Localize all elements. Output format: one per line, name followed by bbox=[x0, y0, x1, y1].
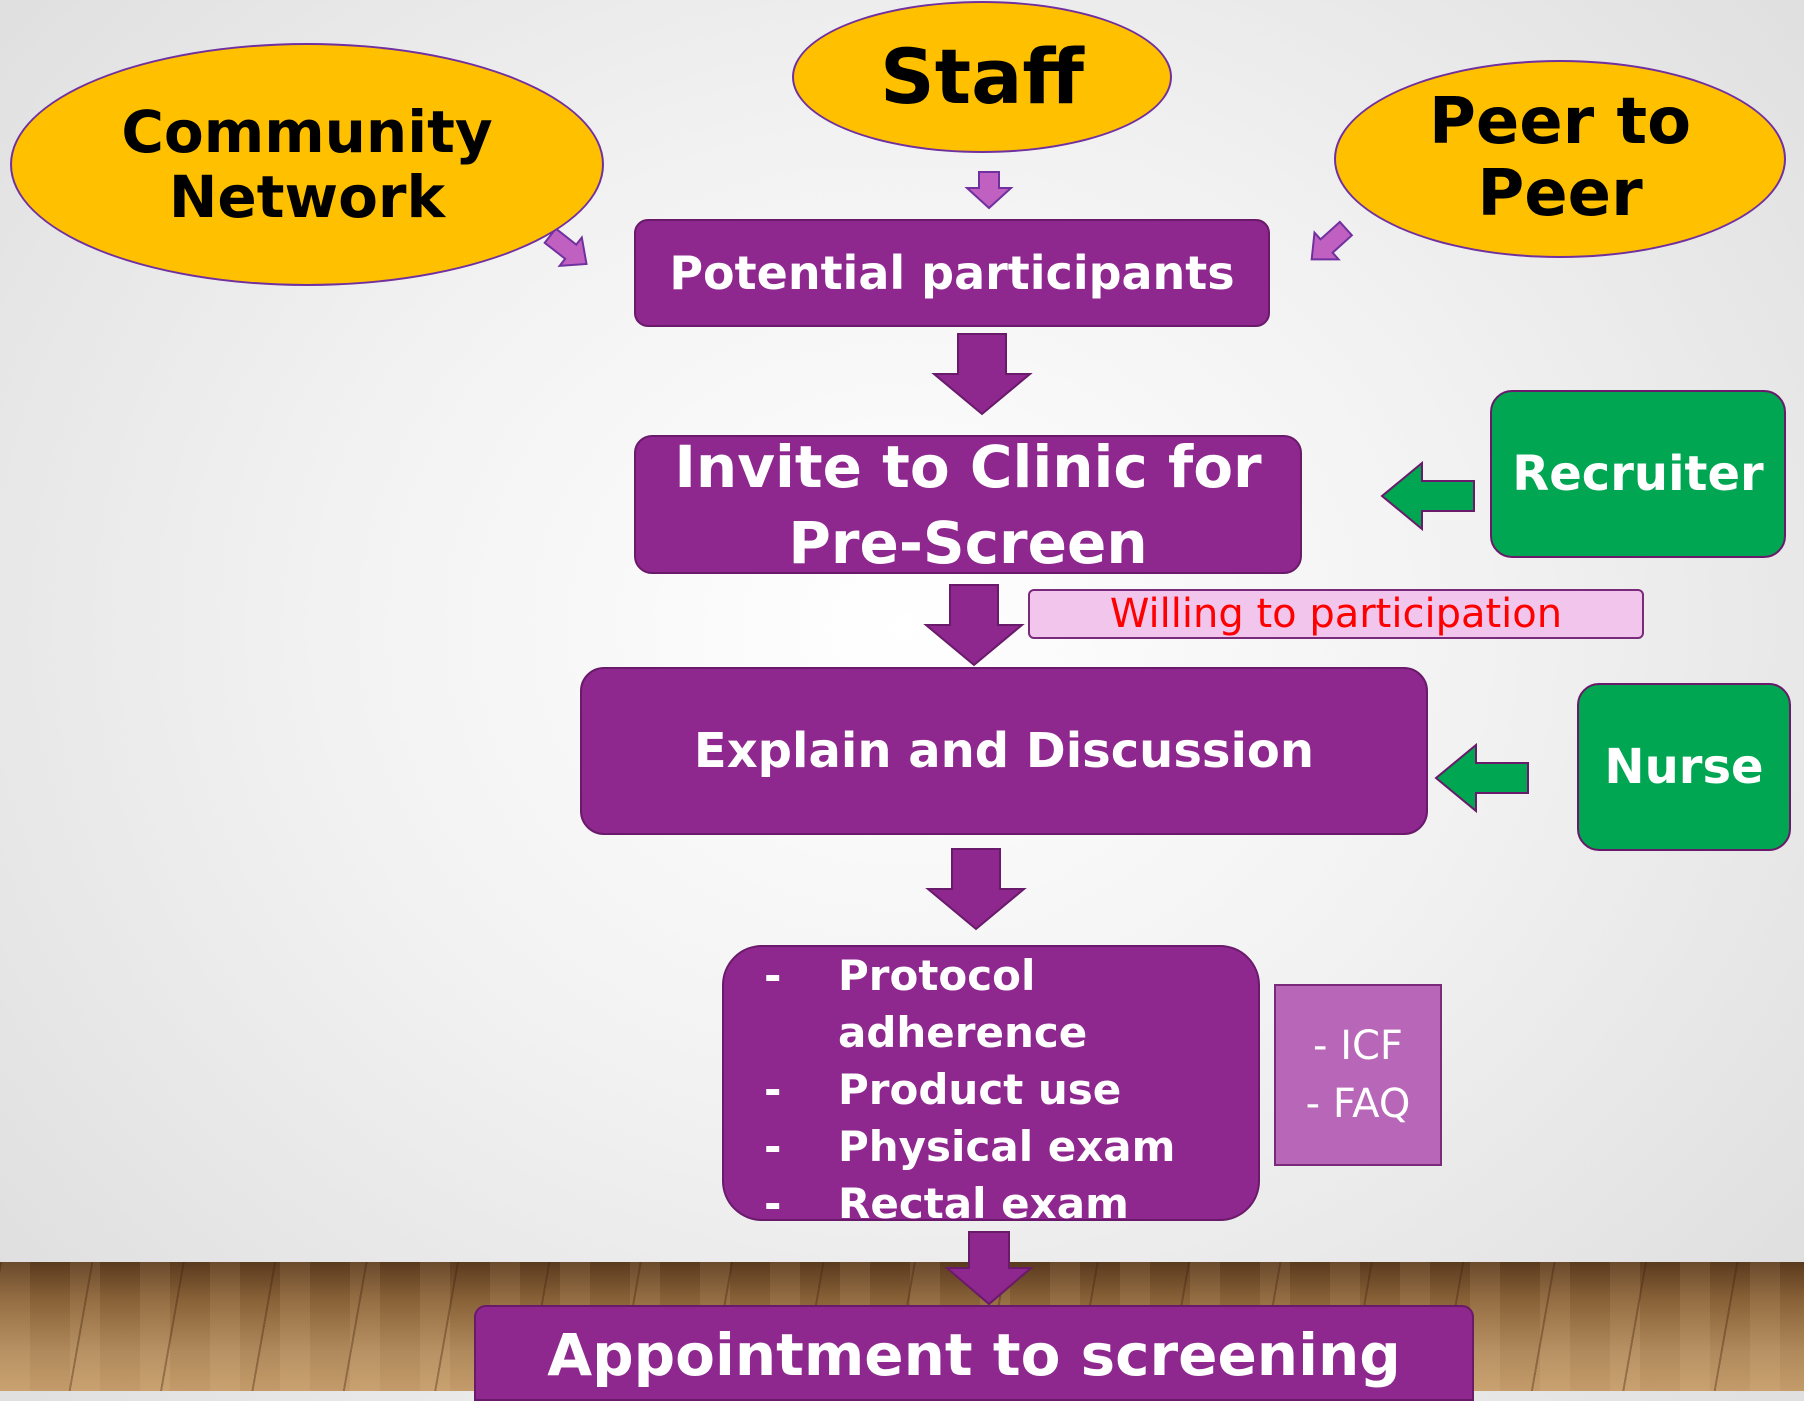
icf-label: - ICF bbox=[1313, 1023, 1403, 1069]
invite-to-explain-arrow bbox=[923, 584, 1025, 667]
invite-label-line2: Pre-Screen bbox=[788, 508, 1148, 577]
willing-to-participation-text: Willing to participation bbox=[1109, 591, 1563, 637]
topics-list: -Protocol adherence -Product use -Physic… bbox=[748, 947, 1258, 1232]
topics-box: -Protocol adherence -Product use -Physic… bbox=[722, 945, 1260, 1228]
topic-text: Rectal exam bbox=[838, 1179, 1129, 1228]
participants-to-invite-arrow bbox=[931, 333, 1033, 416]
invite-label-line1: Invite to Clinic for bbox=[674, 432, 1262, 501]
topic-text: Physical exam bbox=[838, 1122, 1176, 1171]
topic-text: adherence bbox=[838, 1008, 1088, 1057]
topic-text: Protocol bbox=[838, 951, 1036, 1000]
staff-label: Staff bbox=[880, 32, 1084, 122]
nurse-label: Nurse bbox=[1604, 739, 1764, 795]
list-item: -Product use bbox=[764, 1065, 1122, 1114]
community-network-label-line2: Network bbox=[168, 162, 446, 231]
nurse-arrow bbox=[1434, 742, 1529, 814]
willing-to-participation-label-box: Willing to participation bbox=[1028, 589, 1644, 639]
faq-label: - FAQ bbox=[1305, 1081, 1411, 1127]
community-network-label-line1: Community bbox=[121, 97, 493, 166]
documents-box: - ICF - FAQ bbox=[1274, 984, 1442, 1166]
explain-to-topics-arrow bbox=[925, 848, 1027, 931]
staff-to-participants-arrow bbox=[964, 171, 1014, 210]
recruiter-arrow bbox=[1380, 460, 1475, 532]
list-item: -Physical exam bbox=[764, 1122, 1176, 1171]
peer-to-participants-arrow bbox=[1310, 220, 1354, 261]
appointment-to-screening-box: Appointment to screening bbox=[474, 1305, 1474, 1401]
peer-to-peer-oval: Peer to Peer bbox=[1334, 60, 1786, 258]
explain-and-discussion-label: Explain and Discussion bbox=[693, 723, 1315, 779]
invite-to-clinic-box: Invite to Clinic for Pre-Screen bbox=[634, 433, 1302, 577]
list-item: -Protocol bbox=[764, 951, 1036, 1000]
peer-label-line2: Peer bbox=[1477, 157, 1643, 231]
potential-participants-box: Potential participants bbox=[634, 219, 1270, 327]
list-item: -Rectal exam bbox=[764, 1179, 1129, 1228]
list-item: adherence bbox=[748, 1004, 1258, 1061]
explain-and-discussion-box: Explain and Discussion bbox=[580, 667, 1428, 835]
staff-oval: Staff bbox=[792, 1, 1172, 153]
nurse-box: Nurse bbox=[1577, 683, 1791, 851]
recruiter-label: Recruiter bbox=[1512, 446, 1764, 502]
community-to-participants-arrow bbox=[543, 227, 588, 268]
potential-participants-label: Potential participants bbox=[669, 246, 1235, 300]
peer-label-line1: Peer to bbox=[1428, 85, 1692, 160]
topic-text: Product use bbox=[838, 1065, 1122, 1114]
topics-to-appointment-arrow bbox=[944, 1231, 1034, 1306]
community-network-oval: Community Network bbox=[10, 43, 604, 286]
appointment-label: Appointment to screening bbox=[547, 1321, 1401, 1389]
recruiter-box: Recruiter bbox=[1490, 390, 1786, 558]
